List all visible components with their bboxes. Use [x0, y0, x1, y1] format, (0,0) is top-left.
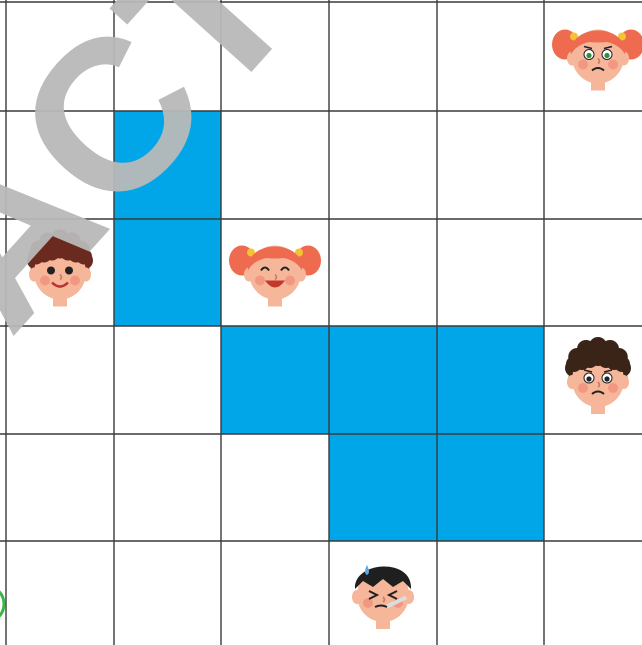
highlighted-cell — [221, 326, 329, 434]
highlighted-cell — [329, 326, 437, 434]
highlighted-cell — [437, 434, 544, 541]
highlighted-cell — [329, 434, 437, 541]
highlighted-cell — [437, 326, 544, 434]
